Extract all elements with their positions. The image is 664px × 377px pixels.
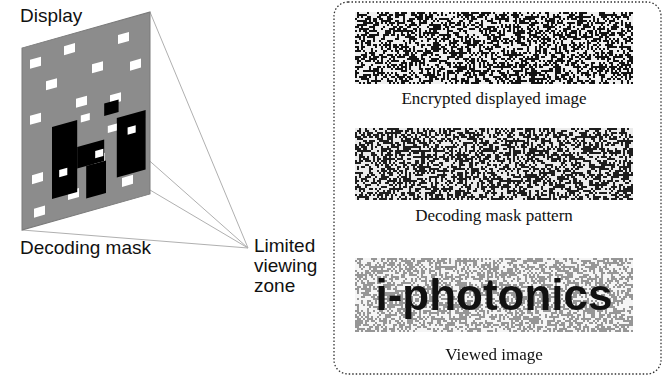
part-label: Decoding mask bbox=[20, 238, 151, 259]
zone-label: Limited viewing zone bbox=[254, 236, 332, 296]
decoded-text: i-photonics bbox=[375, 271, 612, 319]
noise-image bbox=[355, 12, 633, 84]
part-label: Display bbox=[20, 6, 82, 27]
noise-image bbox=[355, 128, 633, 200]
image-caption: Encrypted displayed image bbox=[401, 90, 586, 109]
decoding-mask bbox=[52, 92, 146, 208]
result-panel bbox=[334, 2, 661, 374]
image-caption: Viewed image bbox=[445, 346, 543, 365]
image-caption: Decoding mask pattern bbox=[415, 207, 573, 226]
viewing-cone bbox=[22, 12, 248, 248]
display-panel bbox=[22, 12, 150, 230]
